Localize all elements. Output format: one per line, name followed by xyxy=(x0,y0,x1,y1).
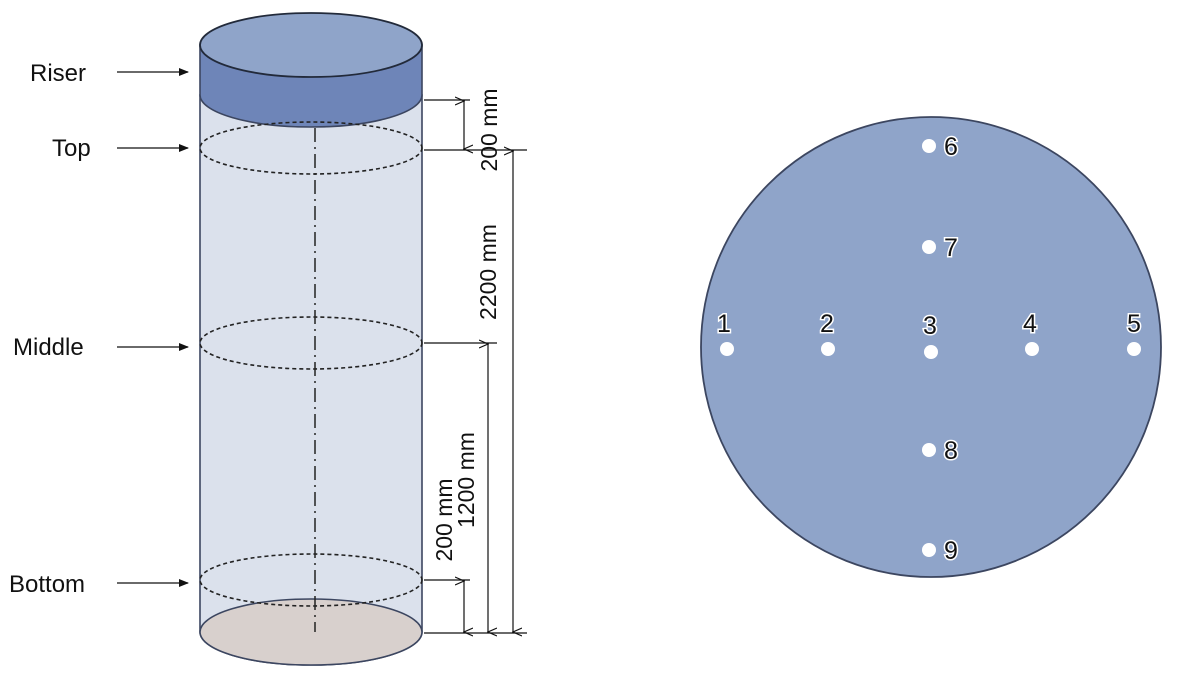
sample-point-3-label: 3 xyxy=(923,312,937,340)
dimension-lines: 200 mm 2200 mm 1200 mm 200 mm xyxy=(424,88,527,633)
sample-point-4-dot xyxy=(1025,342,1039,356)
sample-point-8-label: 8 xyxy=(944,437,958,465)
sample-point-5-dot xyxy=(1127,342,1141,356)
bottom-label: Bottom xyxy=(9,571,85,598)
riser-top-ellipse xyxy=(199,12,423,78)
sample-point-7-dot xyxy=(922,240,936,254)
dim-text-middle-from-base: 1200 mm xyxy=(453,432,479,528)
sample-point-9-dot xyxy=(922,543,936,557)
column-cylinder xyxy=(199,12,423,666)
cylinder-body xyxy=(199,94,423,666)
sample-point-6-label: 6 xyxy=(944,133,958,161)
middle-label: Middle xyxy=(13,334,84,361)
sample-point-1-label: 1 xyxy=(717,310,731,338)
sample-point-7-label: 7 xyxy=(944,234,958,262)
sample-point-4-label: 4 xyxy=(1023,310,1037,338)
sample-point-3-dot xyxy=(924,345,938,359)
dim-text-bottom-from-base: 200 mm xyxy=(431,478,457,561)
sample-point-8-dot xyxy=(922,443,936,457)
cross-section: 1 2 3 4 5 6 7 8 9 xyxy=(700,116,1162,578)
sample-point-2-dot xyxy=(821,342,835,356)
dim-text-riser-to-top: 200 mm xyxy=(476,88,502,171)
cylinder-base xyxy=(199,598,423,666)
top-plane xyxy=(199,121,423,175)
bottom-plane xyxy=(199,553,423,607)
sample-point-6-dot xyxy=(922,139,936,153)
plane-labels: Riser Top Middle Bottom xyxy=(9,60,189,598)
middle-plane xyxy=(199,316,423,370)
sample-point-9-label: 9 xyxy=(944,537,958,565)
riser-label: Riser xyxy=(30,60,86,87)
top-label: Top xyxy=(52,135,91,162)
dim-text-top-from-base: 2200 mm xyxy=(475,224,501,320)
sample-point-2-label: 2 xyxy=(820,310,834,338)
sample-point-5-label: 5 xyxy=(1127,310,1141,338)
sample-point-1-dot xyxy=(720,342,734,356)
